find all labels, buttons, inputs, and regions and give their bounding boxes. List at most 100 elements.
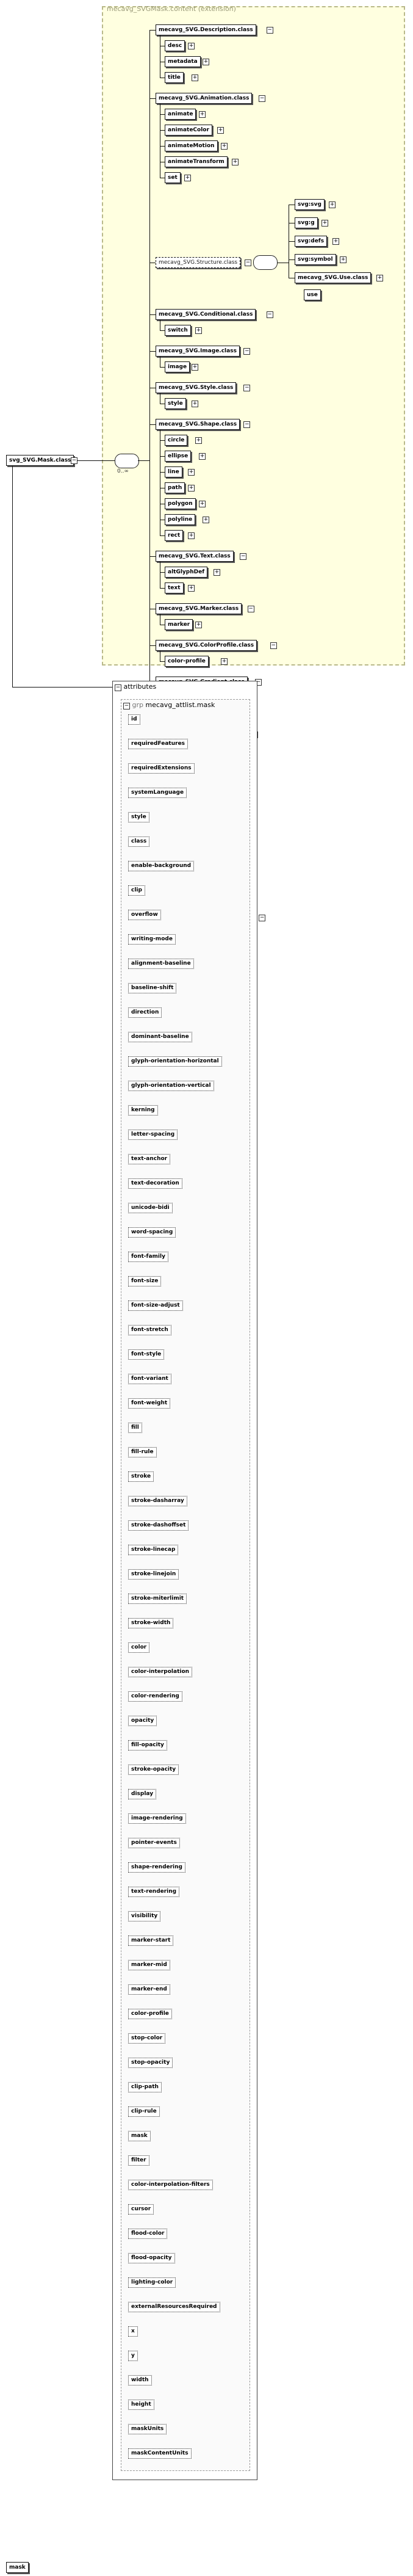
group-node[interactable]: mecavg_SVG.Shape.class	[156, 419, 240, 430]
attribute-item[interactable]: image-rendering	[128, 1813, 186, 1824]
attribute-item[interactable]: word-spacing	[128, 1227, 176, 1238]
collapse-icon[interactable]: −	[266, 27, 273, 34]
element-node[interactable]: path	[165, 482, 185, 493]
expand-icon[interactable]: +	[217, 127, 224, 134]
root-node[interactable]: svg_SVG.Mask.class	[6, 455, 74, 466]
attribute-item[interactable]: text-anchor	[128, 1154, 171, 1164]
attribute-item[interactable]: marker-end	[128, 1984, 170, 1995]
collapse-icon[interactable]: −	[243, 348, 251, 355]
attribute-item[interactable]: font-stretch	[128, 1325, 171, 1335]
attribute-item[interactable]: stroke-linecap	[128, 1545, 179, 1555]
attribute-item[interactable]: filter	[128, 2155, 149, 2166]
expand-icon[interactable]: +	[199, 111, 206, 118]
element-node[interactable]: marker	[165, 619, 193, 630]
structure-child[interactable]: svg:svg	[295, 199, 325, 210]
attribute-item[interactable]: clip-path	[128, 2082, 162, 2092]
collapse-icon[interactable]: −	[247, 606, 254, 612]
attribute-item[interactable]: maskContentUnits	[128, 2448, 192, 2459]
attribute-item[interactable]: cursor	[128, 2204, 154, 2215]
expand-icon[interactable]: +	[192, 74, 198, 81]
expand-icon[interactable]: +	[199, 501, 206, 507]
element-node[interactable]: style	[165, 398, 186, 409]
expand-icon[interactable]: +	[232, 159, 239, 165]
element-node[interactable]: color-profile	[165, 656, 209, 667]
structure-child[interactable]: svg:defs	[295, 236, 328, 247]
group-node[interactable]: mecavg_SVG.Description.class	[156, 24, 256, 35]
attribute-item[interactable]: dominant-baseline	[128, 1032, 192, 1042]
collapse-icon[interactable]: −	[240, 553, 247, 560]
group-node[interactable]: mecavg_SVG.Conditional.class	[156, 309, 256, 320]
attribute-item[interactable]: stop-color	[128, 2033, 166, 2044]
collapse-icon[interactable]: −	[259, 915, 266, 921]
choice-compositor[interactable]	[253, 255, 278, 270]
attribute-item[interactable]: fill-rule	[128, 1447, 157, 1457]
attribute-item[interactable]: stroke-linejoin	[128, 1569, 179, 1580]
structure-child[interactable]: mecavg_SVG.Use.class	[295, 272, 372, 283]
attribute-item[interactable]: requiredExtensions	[128, 763, 195, 774]
expand-icon[interactable]: +	[376, 275, 383, 281]
attribute-item[interactable]: class	[128, 836, 150, 847]
expand-icon[interactable]: +	[195, 327, 202, 334]
attribute-item[interactable]: unicode-bidi	[128, 1203, 173, 1213]
element-node[interactable]: line	[165, 466, 182, 477]
attribute-item[interactable]: x	[128, 2326, 138, 2337]
attribute-item[interactable]: color-profile	[128, 2009, 172, 2019]
expand-icon[interactable]: +	[321, 220, 328, 227]
attribute-item[interactable]: stroke-miterlimit	[128, 1594, 187, 1604]
attribute-item[interactable]: clip-rule	[128, 2106, 160, 2117]
attribute-item[interactable]: kerning	[128, 1105, 158, 1116]
group-node[interactable]: mecavg_SVG.Marker.class	[156, 603, 242, 614]
attribute-item[interactable]: font-variant	[128, 1374, 171, 1384]
expand-icon[interactable]: +	[199, 453, 206, 460]
attribute-item[interactable]: pointer-events	[128, 1838, 180, 1848]
element-node[interactable]: image	[165, 361, 190, 372]
attribute-item[interactable]: width	[128, 2375, 152, 2386]
attribute-item[interactable]: clip	[128, 885, 145, 896]
attribute-item[interactable]: style	[128, 812, 149, 822]
attribute-item[interactable]: stop-opacity	[128, 2058, 173, 2068]
collapse-icon[interactable]: −	[243, 385, 251, 391]
bottom-mask-node[interactable]: mask	[6, 2562, 29, 2573]
element-node[interactable]: animateTransform	[165, 156, 228, 167]
expand-icon[interactable]: +	[203, 59, 209, 65]
collapse-icon[interactable]: −	[259, 95, 266, 102]
expand-icon[interactable]: +	[184, 175, 191, 181]
element-node[interactable]: animateColor	[165, 125, 212, 136]
attribute-item[interactable]: lighting-color	[128, 2277, 176, 2288]
group-node[interactable]: mecavg_SVG.ColorProfile.class	[156, 640, 257, 651]
group-node[interactable]: mecavg_SVG.Structure.class	[156, 257, 241, 268]
expand-icon[interactable]: +	[203, 517, 209, 523]
attribute-item[interactable]: text-decoration	[128, 1178, 182, 1189]
attribute-item[interactable]: height	[128, 2400, 154, 2410]
expand-icon[interactable]: +	[188, 43, 195, 49]
attribute-item[interactable]: glyph-orientation-horizontal	[128, 1056, 222, 1067]
attribute-item[interactable]: enable-background	[128, 861, 195, 871]
element-node[interactable]: switch	[165, 325, 191, 336]
attribute-item[interactable]: fill	[128, 1423, 142, 1433]
collapse-icon[interactable]: −	[123, 703, 130, 709]
structure-child[interactable]: svg:symbol	[295, 254, 336, 265]
group-node[interactable]: mecavg_SVG.Style.class	[156, 382, 237, 393]
attribute-item[interactable]: externalResourcesRequired	[128, 2302, 220, 2312]
expand-icon[interactable]: +	[329, 201, 336, 208]
attribute-item[interactable]: marker-mid	[128, 1960, 170, 1970]
attribute-item[interactable]: font-size-adjust	[128, 1301, 183, 1311]
expand-icon[interactable]: +	[332, 238, 339, 245]
group-node[interactable]: mecavg_SVG.Image.class	[156, 346, 240, 357]
attribute-item[interactable]: y	[128, 2351, 138, 2361]
attribute-item[interactable]: stroke-dashoffset	[128, 1520, 189, 1531]
expand-icon[interactable]: +	[214, 569, 220, 576]
attribute-item[interactable]: stroke-opacity	[128, 1765, 179, 1775]
attribute-item[interactable]: color-rendering	[128, 1691, 182, 1702]
attribute-item[interactable]: systemLanguage	[128, 788, 187, 798]
element-node[interactable]: altGlyphDef	[165, 567, 208, 578]
attribute-item[interactable]: direction	[128, 1007, 162, 1018]
expand-icon[interactable]: +	[195, 622, 202, 628]
collapse-icon[interactable]: −	[266, 311, 273, 318]
attribute-item[interactable]: opacity	[128, 1716, 157, 1726]
use-node[interactable]: use	[304, 289, 321, 300]
attribute-item[interactable]: marker-start	[128, 1936, 174, 1946]
attribute-item[interactable]: stroke-width	[128, 1618, 174, 1628]
element-node[interactable]: title	[165, 72, 184, 83]
attribute-item[interactable]: flood-color	[128, 2229, 168, 2239]
